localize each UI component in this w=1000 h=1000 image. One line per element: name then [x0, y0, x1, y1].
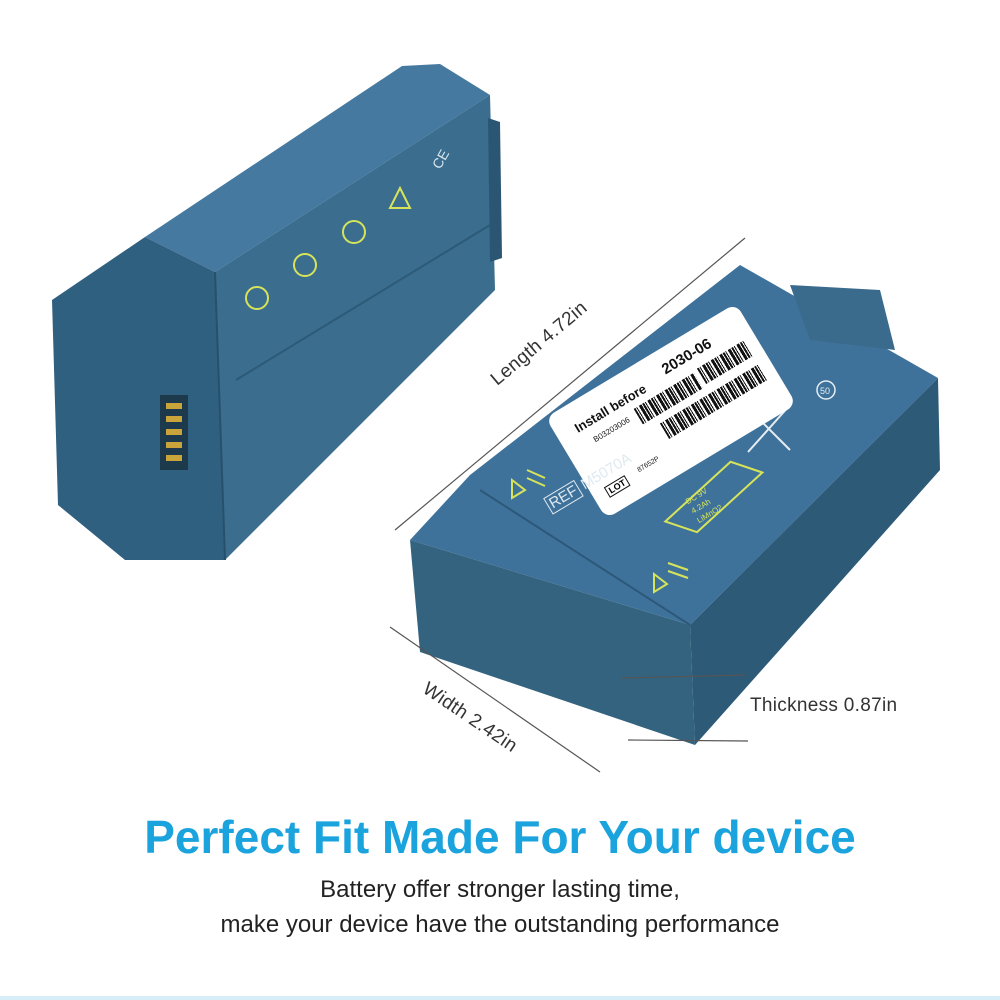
eco-badge-number: 50 — [820, 386, 830, 396]
subtitle-line-2: make your device have the outstanding pe… — [220, 911, 780, 938]
warning-icons — [245, 185, 412, 310]
eco-badge-icon — [816, 380, 836, 400]
dimension-lines — [389, 237, 749, 773]
insert-arrow-icons — [511, 469, 689, 594]
bottom-divider — [0, 996, 1000, 1000]
battery-front-view: 50 — [410, 265, 940, 745]
lot-code: 87652P — [636, 455, 661, 474]
battery-spec-icon — [663, 460, 765, 534]
thickness-dimension: Thickness 0.87in — [750, 695, 898, 716]
subtitle-line-1: Battery offer stronger lasting time, — [320, 876, 680, 903]
headline: Perfect Fit Made For Your device — [144, 811, 856, 863]
battery-back-view: CE — [52, 64, 502, 561]
